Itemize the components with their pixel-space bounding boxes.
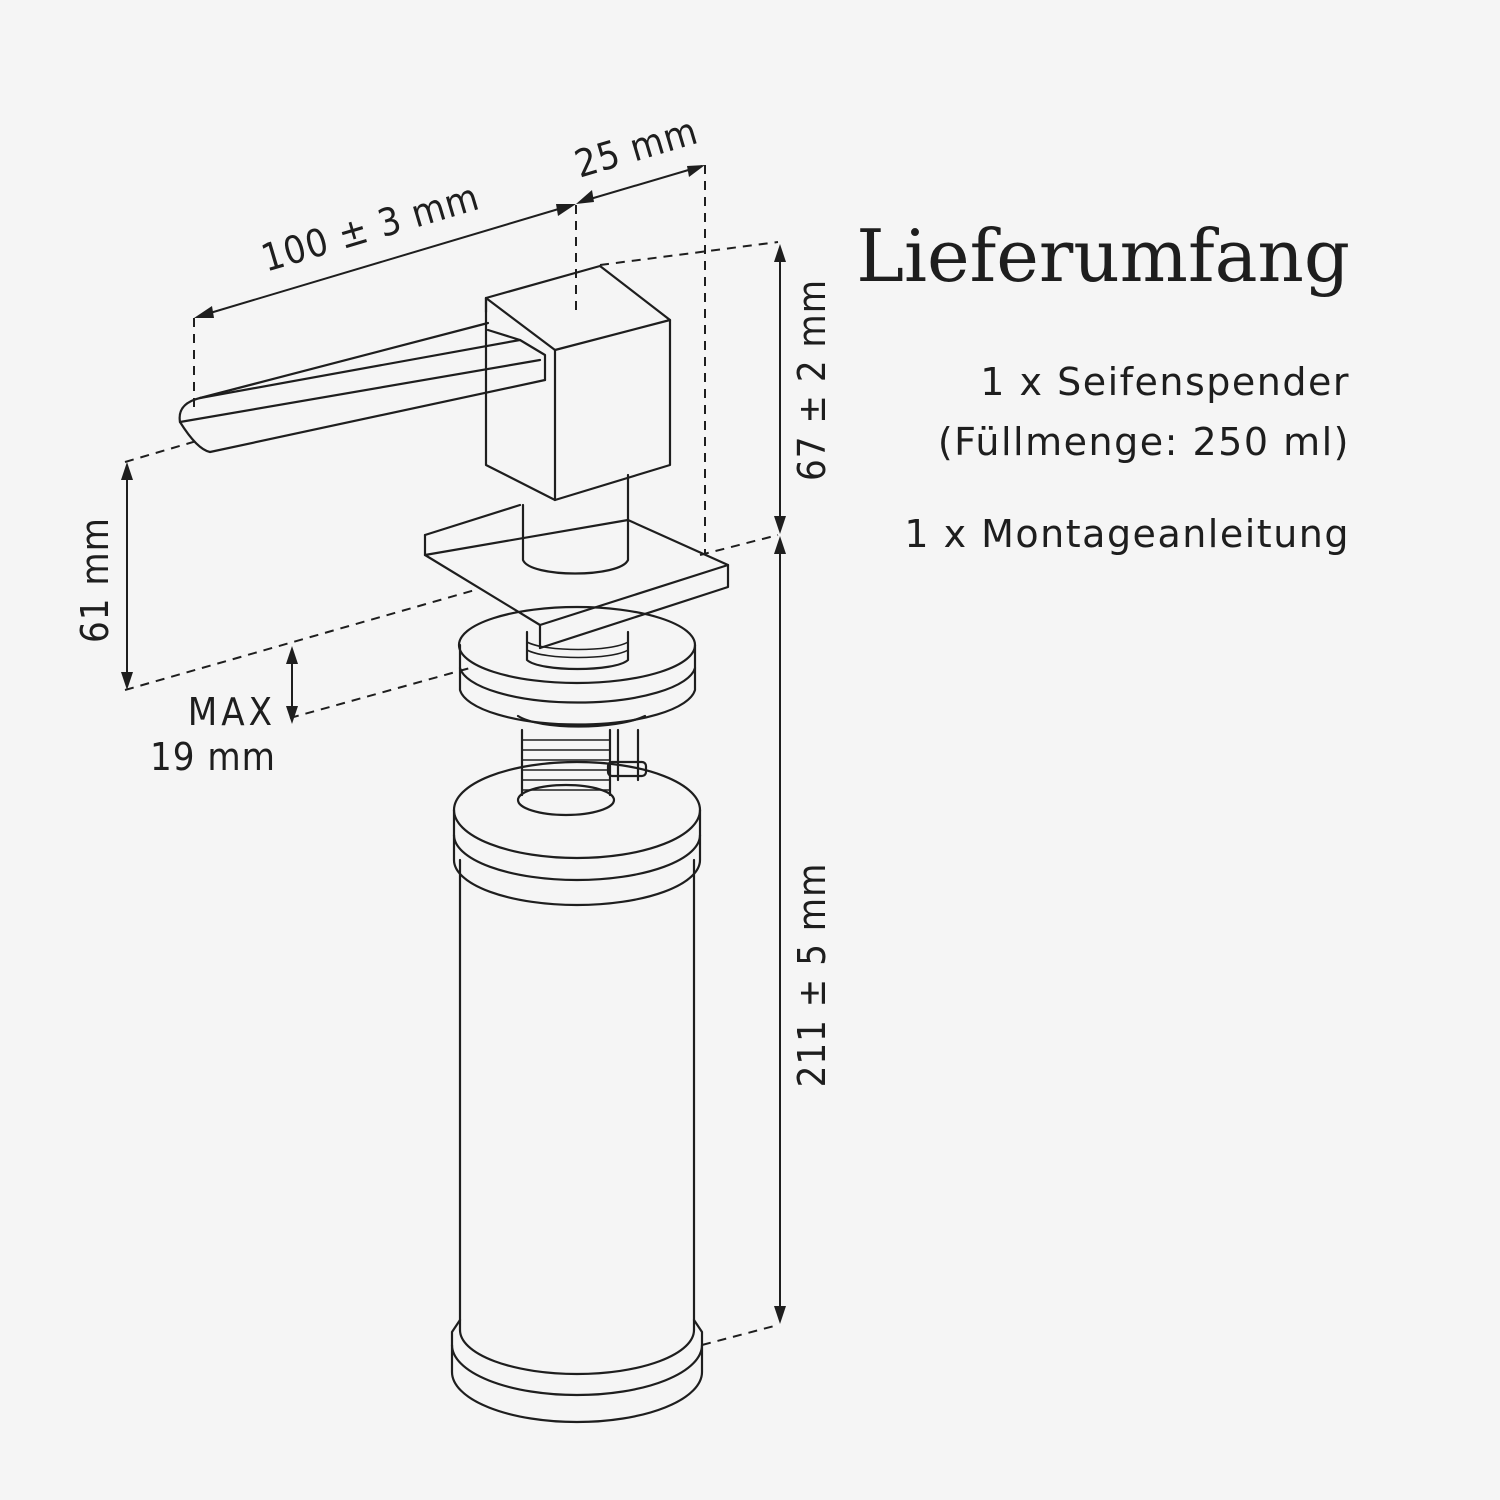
mounting-plate [423,503,730,650]
upper-thread [525,630,630,671]
bottle [450,760,704,1424]
dim-max-label: MAX [188,690,276,734]
dim-bottle-height-label: 211 ± 5 mm [790,863,834,1088]
dim-max-thickness-label: 19 mm [150,735,276,779]
item-instructions: 1 x Montageanleitung [904,512,1350,556]
dim-spout-clearance-label: 61 mm [73,517,117,643]
dim-head-width: 25 mm [570,109,706,555]
delivery-scope-panel: Lieferumfang 1 x Seifenspender (Füllmeng… [790,220,1350,564]
lower-thread [516,714,648,797]
dispenser-shaft [521,473,630,575]
dim-head-width-label: 25 mm [570,109,703,187]
panel-title: Lieferumfang [856,214,1350,298]
dim-spout-clearance: 61 mm [73,439,476,691]
item-dispenser-capacity: (Füllmenge: 250 ml) [937,420,1350,464]
dispenser-head [178,264,672,502]
dim-spout-length: 100 ± 3 mm [193,175,576,410]
dim-head-height: 67 ± 2 mm [599,241,834,556]
dim-bottle-height: 211 ± 5 mm [701,536,834,1346]
dim-max-thickness: MAX 19 mm [150,646,471,779]
item-dispenser: 1 x Seifenspender [980,360,1350,404]
washer [457,605,697,726]
dim-head-height-label: 67 ± 2 mm [790,279,834,481]
